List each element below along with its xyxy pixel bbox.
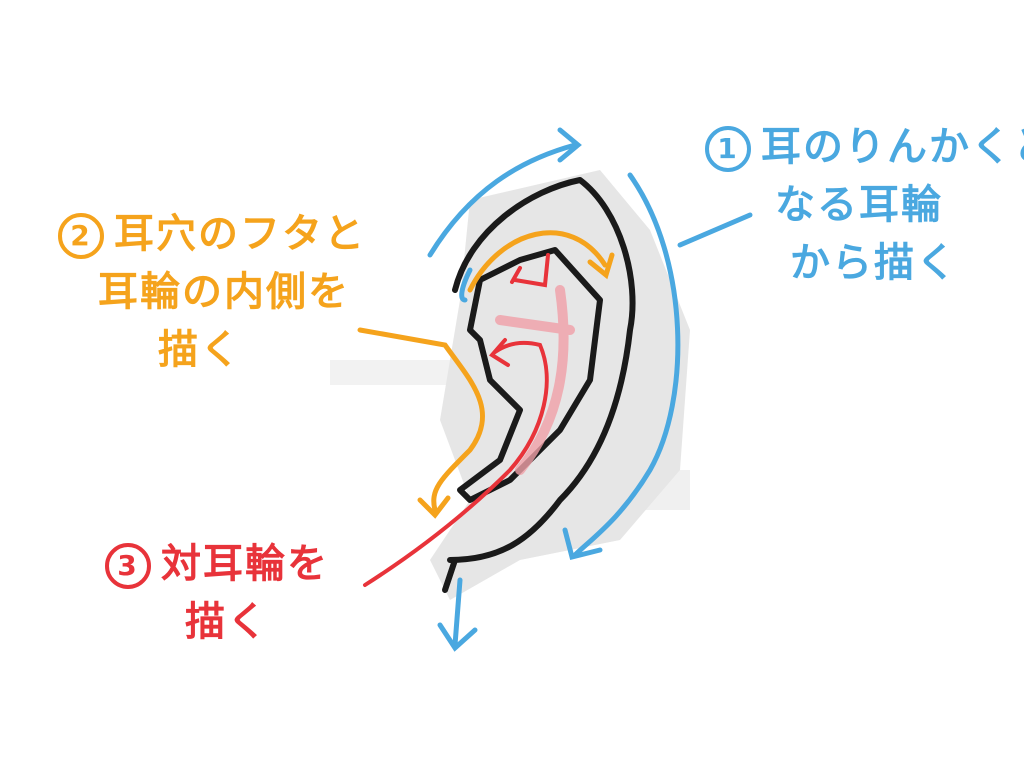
step3-line1: 対耳輪を (161, 541, 329, 587)
step2-line1: 耳穴のフタと (114, 211, 366, 257)
blue-helix-arrow (427, 127, 753, 652)
shading (330, 170, 690, 600)
ear-outline (442, 177, 636, 593)
step2-line2: 耳輪の内側を (98, 269, 350, 315)
step1-line3: から描く (790, 240, 958, 286)
step1-line1: 耳のりんかくと (761, 124, 1024, 170)
step2-line3: 描く (158, 327, 242, 373)
step3-number: 3 (105, 543, 151, 589)
step1-number: 1 (705, 126, 751, 172)
pink-antihelix (495, 285, 575, 475)
orange-inner-arrow (357, 230, 615, 519)
step1-line2: なる耳輪 (775, 182, 943, 228)
step3-line2: 描く (185, 599, 269, 645)
step1-caption: 1耳のりんかくと なる耳輪 から描く (705, 118, 1024, 292)
step2-number: 2 (58, 213, 104, 259)
red-antihelix-arrow (363, 253, 550, 587)
